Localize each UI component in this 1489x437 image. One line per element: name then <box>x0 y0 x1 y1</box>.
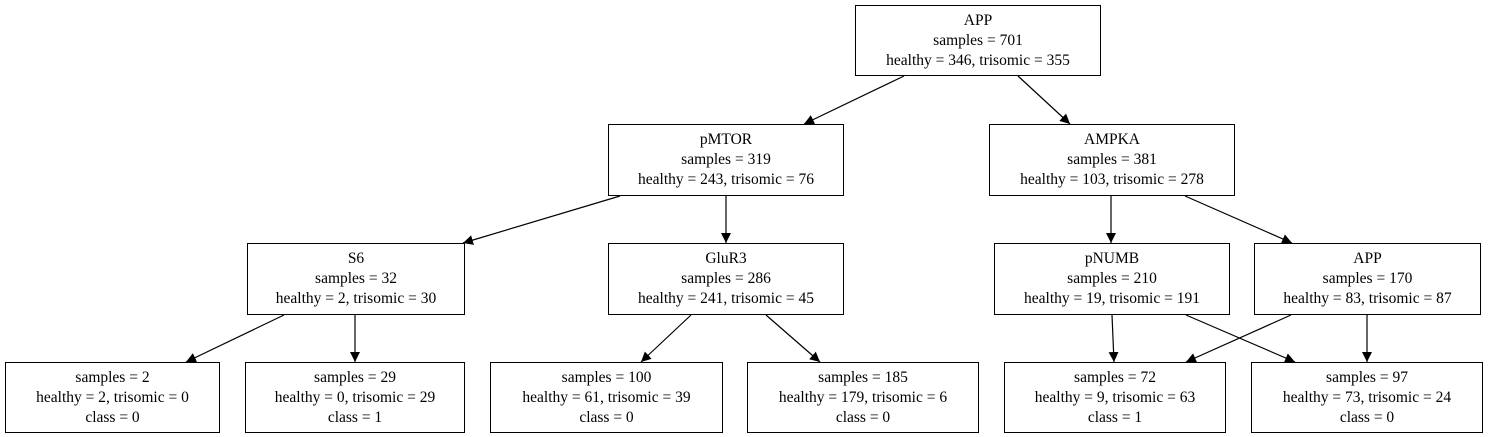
node-samples: samples = 319 <box>681 151 771 168</box>
leaf-class: class = 1 <box>327 408 383 426</box>
node-samples: samples = 170 <box>1322 270 1413 287</box>
leaf-counts: healthy = 9, trisomic = 63 <box>1034 388 1196 406</box>
leaf-counts: healthy = 179, trisomic = 6 <box>778 388 948 406</box>
leaf-class: class = 0 <box>579 408 634 426</box>
node-app-right: APP samples = 170 healthy = 83, trisomic… <box>1254 243 1481 315</box>
node-counts: healthy = 103, trisomic = 278 <box>1020 171 1204 188</box>
node-samples: samples = 701 <box>933 31 1023 49</box>
edge-n6-n11 <box>1185 314 1292 363</box>
leaf-counts: healthy = 2, trisomic = 0 <box>36 388 189 406</box>
node-pnumb: pNUMB samples = 210 healthy = 19, trisom… <box>994 243 1230 315</box>
leaf-counts: healthy = 0, trisomic = 29 <box>274 388 436 406</box>
leaf-samples: samples = 97 <box>1326 368 1408 386</box>
edge-n2-n6 <box>1184 195 1293 244</box>
leaf-samples: samples = 100 <box>561 368 652 386</box>
node-label: GluR3 <box>705 250 747 267</box>
node-label: S6 <box>347 250 365 267</box>
node-s6: S6 samples = 32 healthy = 2, trisomic = … <box>247 243 465 315</box>
node-counts: healthy = 2, trisomic = 30 <box>275 290 437 307</box>
leaf-counts: healthy = 61, trisomic = 39 <box>522 388 691 406</box>
leaf-class: class = 0 <box>835 408 891 426</box>
leaf-samples: samples = 72 <box>1074 368 1156 386</box>
leaf-class: class = 0 <box>85 408 140 426</box>
node-counts: healthy = 346, trisomic = 355 <box>886 51 1070 69</box>
edge-n0-n1 <box>803 75 905 125</box>
leaf-node: samples = 72 healthy = 9, trisomic = 63 … <box>1004 362 1226 433</box>
leaf-class: class = 1 <box>1087 408 1143 426</box>
edge-n5-n12 <box>1185 314 1296 363</box>
leaf-samples: samples = 29 <box>314 368 396 386</box>
node-samples: samples = 286 <box>681 270 771 287</box>
leaf-samples: samples = 185 <box>818 368 908 386</box>
node-counts: healthy = 243, trisomic = 76 <box>638 171 814 188</box>
node-label: APP <box>963 11 993 29</box>
leaf-counts: healthy = 73, trisomic = 24 <box>1282 388 1452 406</box>
node-root-app: APP samples = 701 healthy = 346, trisomi… <box>855 5 1101 76</box>
node-label: pNUMB <box>1084 250 1140 267</box>
leaf-node: samples = 100 healthy = 61, trisomic = 3… <box>490 362 723 433</box>
node-glur3: GluR3 samples = 286 healthy = 241, triso… <box>608 243 844 315</box>
edge-n5-n11 <box>1108 314 1119 363</box>
leaf-node: samples = 2 healthy = 2, trisomic = 0 cl… <box>5 362 220 433</box>
node-counts: healthy = 83, trisomic = 87 <box>1283 290 1452 307</box>
leaf-node: samples = 97 healthy = 73, trisomic = 24… <box>1251 362 1483 433</box>
edge-n0-n2 <box>1017 75 1071 125</box>
node-samples: samples = 381 <box>1067 151 1157 168</box>
node-samples: samples = 32 <box>315 270 397 287</box>
edge-n4-n10 <box>765 314 821 363</box>
node-label: AMPKA <box>1084 131 1140 148</box>
node-label: pMTOR <box>699 131 753 148</box>
leaf-node: samples = 185 healthy = 179, trisomic = … <box>747 362 979 433</box>
edge-n1-n3 <box>462 195 621 245</box>
leaf-class: class = 0 <box>1339 408 1395 426</box>
node-label: APP <box>1353 250 1382 267</box>
node-counts: healthy = 241, trisomic = 45 <box>638 290 814 307</box>
node-ampka: AMPKA samples = 381 healthy = 103, triso… <box>989 124 1235 196</box>
leaf-samples: samples = 2 <box>75 368 150 386</box>
edge-n4-n9 <box>640 314 692 363</box>
node-pmtor: pMTOR samples = 319 healthy = 243, triso… <box>608 124 844 196</box>
node-counts: healthy = 19, trisomic = 191 <box>1024 290 1200 307</box>
node-samples: samples = 210 <box>1067 270 1157 287</box>
leaf-node: samples = 29 healthy = 0, trisomic = 29 … <box>245 362 465 433</box>
edge-n3-n7 <box>185 314 285 363</box>
